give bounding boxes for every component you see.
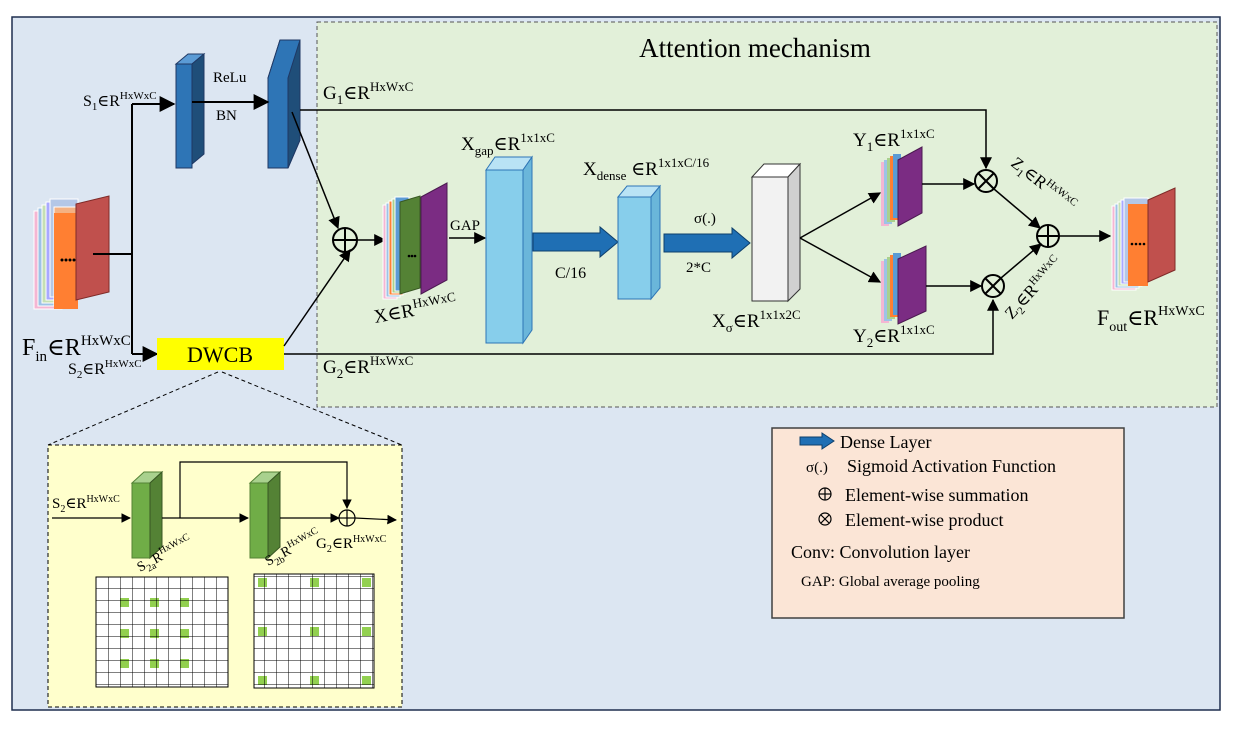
arrow-conv2-to-sum <box>291 111 340 230</box>
legend-product-text: Element-wise product <box>845 510 1003 530</box>
dwcb-conv-b <box>248 470 282 560</box>
c16-label: C/16 <box>555 265 586 282</box>
conv-block-1 <box>174 52 206 169</box>
xdense-label: Xdense ∈R1x1xC/16 <box>583 155 710 183</box>
g1-label: G1∈RHxWxC <box>323 79 413 107</box>
bn-label: BN <box>216 108 237 124</box>
x-feature-stack <box>382 182 448 300</box>
y2-stack <box>881 245 927 325</box>
output-label: Fout∈RHxWxC <box>1097 304 1205 335</box>
arrow-prod1-to-sum <box>993 188 1041 229</box>
xgap-block <box>485 155 533 345</box>
conv-block-2 <box>267 39 301 169</box>
kernel-grid-b <box>253 573 375 689</box>
s1-label: S1∈RHxWxC <box>83 90 157 113</box>
g1-path <box>300 109 992 170</box>
input-label: Fin∈RHxWxC <box>22 333 131 365</box>
dense-arrow-1 <box>532 225 619 259</box>
output-feature-stack <box>1111 187 1176 291</box>
legend-gap-text: GAP: Global average pooling <box>801 574 980 590</box>
input-feature-stack <box>33 195 110 310</box>
legend-sigma-symbol: σ(.) <box>806 460 828 476</box>
relu-label: ReLu <box>213 70 247 86</box>
sigma-label: σ(.) <box>694 211 716 227</box>
y1-label: Y1∈R1x1xC <box>853 126 935 154</box>
dense-arrow-2 <box>663 226 751 260</box>
detail-s2-label: S2∈RHxWxC <box>52 494 120 515</box>
detail-sum-icon <box>338 509 356 527</box>
legend-sum-text: Element-wise summation <box>845 485 1028 505</box>
xsigma-label: Xσ∈R1x1x2C <box>712 307 801 335</box>
gap-label: GAP <box>450 218 480 234</box>
detail-g2-label: G2∈RHxWxC <box>316 534 387 555</box>
g2-path <box>284 298 999 355</box>
x-label: X∈RHxWxC <box>372 289 459 328</box>
detail-connector-right <box>221 371 403 446</box>
dwcb-label: DWCB <box>187 342 253 367</box>
arrow-dwcb-to-sum <box>283 249 351 347</box>
xsigma-block <box>750 162 802 303</box>
arrow-to-y2 <box>799 237 882 283</box>
detail-connector-left <box>47 371 219 446</box>
legend-conv-text: Conv: Convolution layer <box>791 542 970 562</box>
kernel-grid-a <box>95 576 229 688</box>
g2-label: G2∈RHxWxC <box>323 353 413 381</box>
twoc-label: 2*C <box>686 260 711 276</box>
xgap-label: Xgap∈R1x1xC <box>461 130 555 158</box>
sum-icon <box>332 227 358 253</box>
y1-stack <box>881 146 923 227</box>
attention-title: Attention mechanism <box>639 33 871 63</box>
detail-skip-connection <box>179 461 352 518</box>
xdense-block <box>616 184 662 301</box>
legend-sum-icon <box>818 487 832 501</box>
legend-sigma-text: Sigmoid Activation Function <box>847 456 1056 476</box>
arrow-detail-out <box>354 514 397 525</box>
legend-box <box>771 427 1125 619</box>
final-sum-icon <box>1036 224 1060 248</box>
s2-label: S2∈RHxWxC <box>68 358 142 381</box>
legend-dense-text: Dense Layer <box>840 432 931 452</box>
dwcb-box <box>157 338 284 370</box>
legend-product-icon <box>818 512 832 526</box>
arrow-prod2-to-sum <box>1000 243 1042 279</box>
y2-label: Y2∈R1x1xC <box>853 322 935 350</box>
product-icon-2 <box>981 274 1005 298</box>
product-icon-1 <box>974 169 998 193</box>
legend-dense-arrow-icon <box>799 432 835 450</box>
dwcb-conv-a <box>130 470 164 560</box>
arrow-to-y1 <box>799 192 882 239</box>
